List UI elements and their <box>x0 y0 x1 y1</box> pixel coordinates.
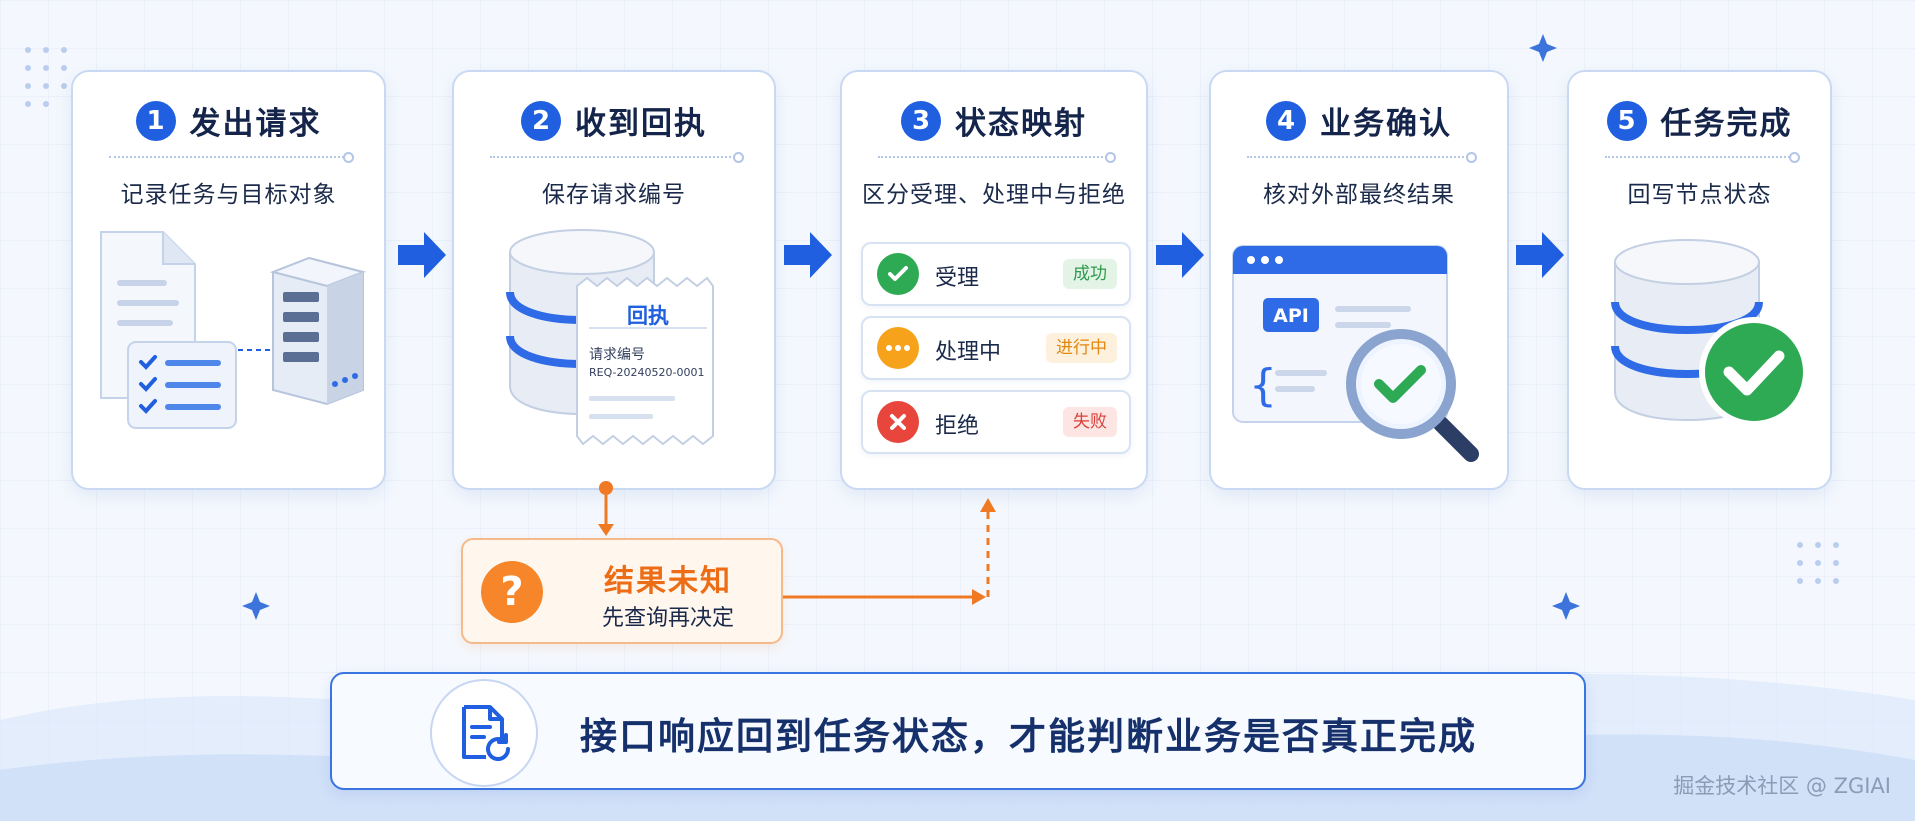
unknown-result-box: ? 结果未知 先查询再决定 <box>461 538 783 644</box>
status-label: 受理 <box>935 266 980 291</box>
summary-banner: 接口响应回到任务状态，才能判断业务是否真正完成 <box>330 672 1586 790</box>
step-header: 1 发出请求 <box>73 98 384 143</box>
step-card-3: 3 状态映射 区分受理、处理中与拒绝 受理 成功 处理中 进行中 拒绝 失败 <box>840 70 1148 490</box>
step-subtitle: 回写节点状态 <box>1627 182 1772 208</box>
server-icon <box>269 256 367 406</box>
step-header: 3 状态映射 <box>842 98 1146 143</box>
step-number: 1 <box>135 100 176 141</box>
arrow-right-icon <box>784 232 832 278</box>
step-card-5: 5 任务完成 回写节点状态 <box>1567 70 1832 490</box>
status-row-accepted: 受理 成功 <box>861 242 1131 306</box>
step-number: 2 <box>521 100 561 141</box>
step-card-4: 4 业务确认 核对外部最终结果 { API <box>1209 70 1509 490</box>
step-subtitle: 区分受理、处理中与拒绝 <box>862 182 1126 208</box>
receipt-label: 请求编号 <box>589 347 645 363</box>
step-card-1: 1 发出请求 记录任务与目标对象 <box>71 70 386 490</box>
divider <box>1247 152 1477 163</box>
ellipsis-icon <box>877 327 919 369</box>
request-illustration <box>100 231 367 429</box>
api-label: API <box>1273 305 1309 327</box>
database-check-icon <box>1611 239 1809 427</box>
status-row-rejected: 拒绝 失败 <box>861 390 1131 454</box>
receipt-icon <box>576 276 714 446</box>
check-icon <box>877 253 919 295</box>
divider <box>878 152 1116 163</box>
divider <box>1605 152 1800 163</box>
checklist-icon <box>127 341 237 429</box>
status-badge: 进行中 <box>1046 333 1117 363</box>
watermark: 掘金技术社区 @ ZGIAI <box>1673 774 1891 798</box>
status-row-processing: 处理中 进行中 <box>861 316 1131 380</box>
step-number: 5 <box>1606 100 1647 141</box>
step-header: 2 收到回执 <box>454 98 774 143</box>
step-subtitle: 核对外部最终结果 <box>1263 182 1455 208</box>
step-title: 状态映射 <box>955 106 1087 142</box>
step-subtitle: 保存请求编号 <box>542 182 686 208</box>
step-number: 4 <box>1266 100 1306 141</box>
status-badge: 成功 <box>1063 259 1117 289</box>
step-title: 业务确认 <box>1320 106 1452 142</box>
magnifier-check-icon <box>1346 329 1479 462</box>
status-label: 处理中 <box>935 340 1002 365</box>
status-label: 拒绝 <box>935 414 980 439</box>
step-title: 收到回执 <box>575 106 707 142</box>
unknown-title: 结果未知 <box>604 564 732 599</box>
divider <box>490 152 744 163</box>
question-icon: ? <box>481 561 543 623</box>
step-card-2: 2 收到回执 保存请求编号 回执 请求编号 REQ-20240520-0001 <box>452 70 776 490</box>
cross-icon <box>877 401 919 443</box>
arrow-right-icon <box>1516 232 1564 278</box>
step-title: 任务完成 <box>1660 106 1793 142</box>
unknown-subtitle: 先查询再决定 <box>601 606 734 631</box>
arrow-right-icon <box>398 232 446 278</box>
api-window-icon: { <box>1232 245 1448 423</box>
status-badge: 失败 <box>1063 407 1117 437</box>
divider <box>109 152 354 163</box>
arrow-right-icon <box>1156 232 1204 278</box>
svg-text:{: { <box>1249 360 1277 411</box>
step-subtitle: 记录任务与目标对象 <box>120 182 337 208</box>
step-header: 5 任务完成 <box>1569 98 1830 143</box>
step-header: 4 业务确认 <box>1211 98 1507 143</box>
document-refresh-icon <box>430 679 538 787</box>
receipt-title: 回执 <box>627 304 669 328</box>
banner-text: 接口响应回到任务状态，才能判断业务是否真正完成 <box>580 715 1477 758</box>
step-title: 发出请求 <box>189 106 322 142</box>
receipt-value: REQ-20240520-0001 <box>589 366 705 379</box>
step-number: 3 <box>901 100 941 141</box>
